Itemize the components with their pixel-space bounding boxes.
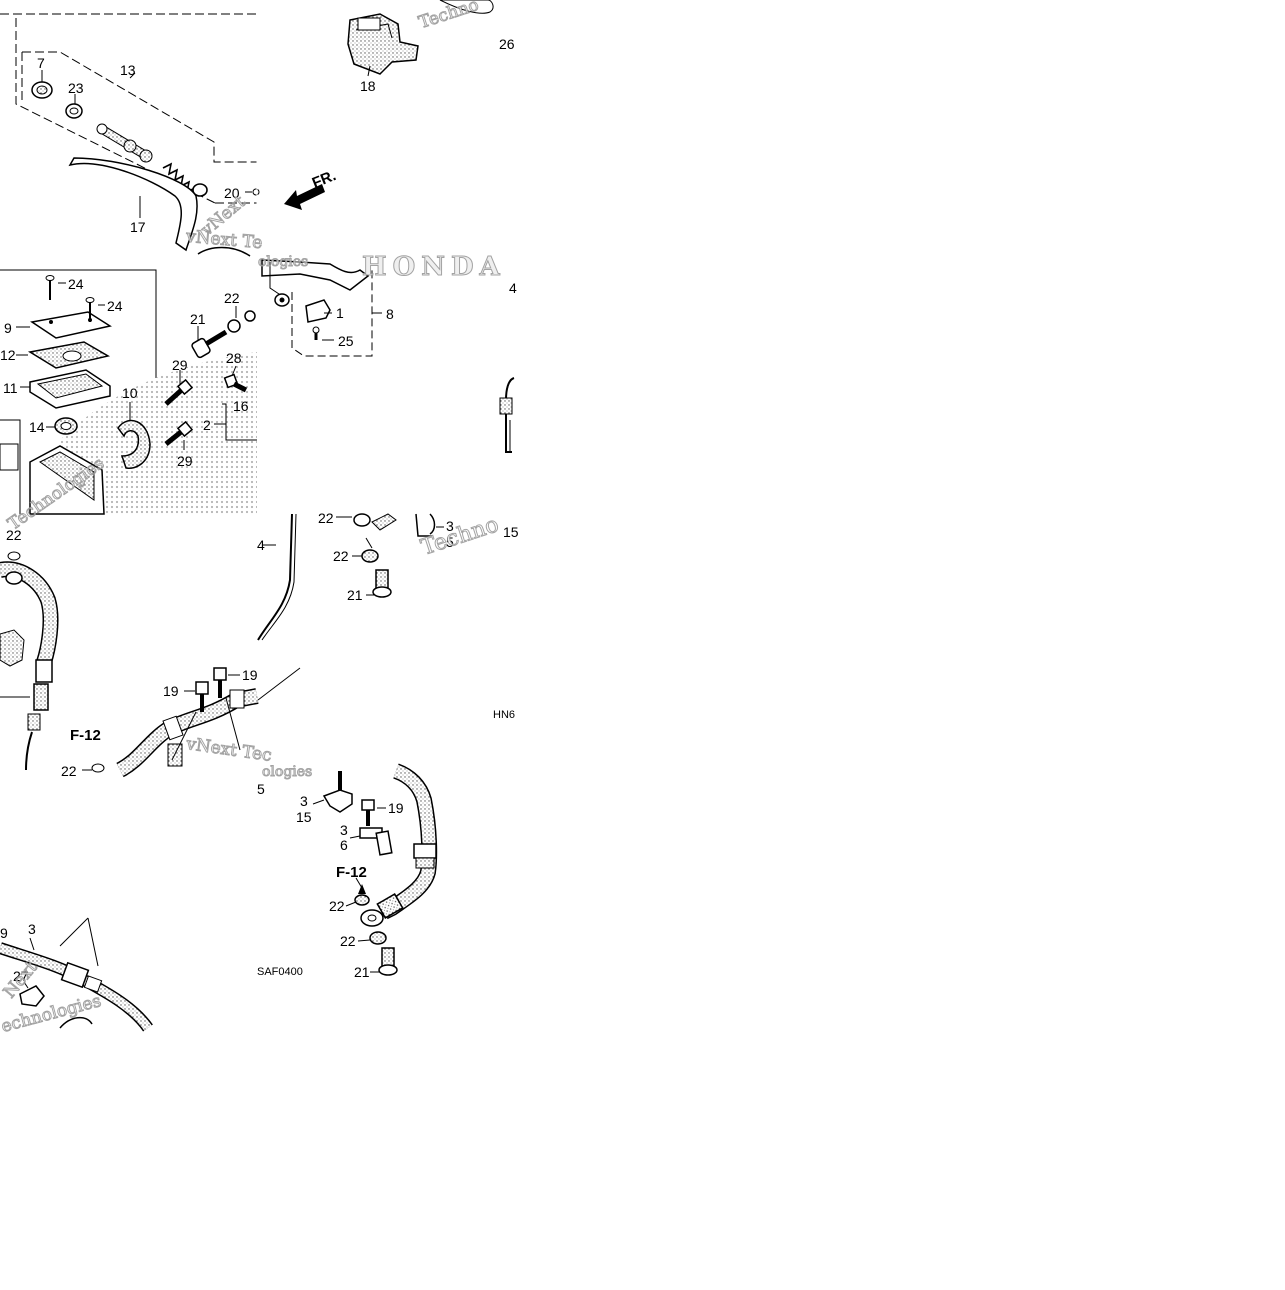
- part-piston: [96, 123, 153, 163]
- callout-6: 6: [340, 837, 348, 853]
- tile-caliper-hose: [312, 763, 438, 976]
- callout-27: 27: [13, 968, 29, 984]
- callout-26: 26: [499, 36, 515, 52]
- front-direction-arrow: [284, 184, 325, 210]
- callout-13: 13: [120, 62, 136, 78]
- callout-16: 16: [233, 398, 249, 414]
- tile-front-hose: [0, 551, 259, 778]
- callout-4-b: 4: [257, 537, 265, 553]
- callout-22-e: 22: [61, 763, 77, 779]
- callout-5: 5: [446, 534, 454, 550]
- callout-21-b: 21: [347, 587, 363, 603]
- callout-14: 14: [29, 419, 45, 435]
- tile-lever-assembly: [0, 13, 260, 257]
- section-ref-f12-a: F-12: [70, 727, 101, 744]
- watermark: ologies: [261, 764, 313, 781]
- callout-28: 28: [226, 350, 242, 366]
- callout-1: 1: [336, 305, 344, 321]
- diagram-code-hn: HN6: [493, 709, 516, 721]
- callout-12: 12: [0, 347, 16, 363]
- tile-reservoir: [0, 269, 257, 515]
- callout-29-b: 29: [177, 453, 193, 469]
- callout-4-a: 4: [509, 280, 517, 296]
- part-23-circlip: [65, 103, 83, 119]
- callout-22-d: 22: [333, 548, 349, 564]
- callout-19-a: 19: [163, 683, 179, 699]
- callout-22-a: 22: [224, 290, 240, 306]
- callout-3-c: 3: [340, 822, 348, 838]
- callout-9: 9: [4, 320, 12, 336]
- callout-8: 8: [386, 306, 394, 322]
- callout-15-a: 15: [503, 524, 519, 540]
- callout-19-b: 19: [242, 667, 258, 683]
- callout-11: 11: [3, 380, 18, 396]
- callout-5-b: 5: [257, 781, 265, 797]
- callout-21-c: 21: [354, 964, 370, 980]
- callout-25: 25: [338, 333, 354, 349]
- callout-15-b: 15: [296, 809, 312, 825]
- callout-17: 17: [130, 219, 146, 235]
- callout-22-c: 22: [318, 510, 334, 526]
- tile-fittings: [257, 513, 444, 701]
- callout-24-b: 24: [107, 298, 123, 314]
- callout-2: 2: [203, 417, 211, 433]
- part-7-boot: [31, 81, 53, 99]
- callout-3-b: 3: [300, 793, 308, 809]
- callout-3-a: 3: [446, 518, 454, 534]
- callout-18: 18: [360, 78, 376, 94]
- callout-20: 20: [224, 185, 240, 201]
- callout-24-a: 24: [68, 276, 84, 292]
- callout-22-b: 22: [6, 527, 22, 543]
- callout-10: 10: [122, 385, 138, 401]
- section-ref-f12-b: F-12: [336, 864, 367, 881]
- callout-29-a: 29: [172, 357, 188, 373]
- tile-bracket: [256, 0, 494, 257]
- callout-19-c: 19: [388, 800, 404, 816]
- tile-rear-hose: [0, 917, 153, 1032]
- watermark: HONDA: [362, 252, 506, 283]
- callout-22-g: 22: [340, 933, 356, 949]
- callout-7: 7: [37, 55, 45, 71]
- callout-23: 23: [68, 80, 84, 96]
- part-17-lever: [68, 157, 198, 252]
- callout-9-b: 9: [0, 925, 8, 941]
- callout-3-d: 3: [28, 921, 36, 937]
- callout-22-f: 22: [329, 898, 345, 914]
- diagram-code: SAF0400: [257, 966, 303, 978]
- tile-switch: [261, 259, 515, 453]
- watermark: ologies: [257, 254, 309, 271]
- callout-21-a: 21: [190, 311, 206, 327]
